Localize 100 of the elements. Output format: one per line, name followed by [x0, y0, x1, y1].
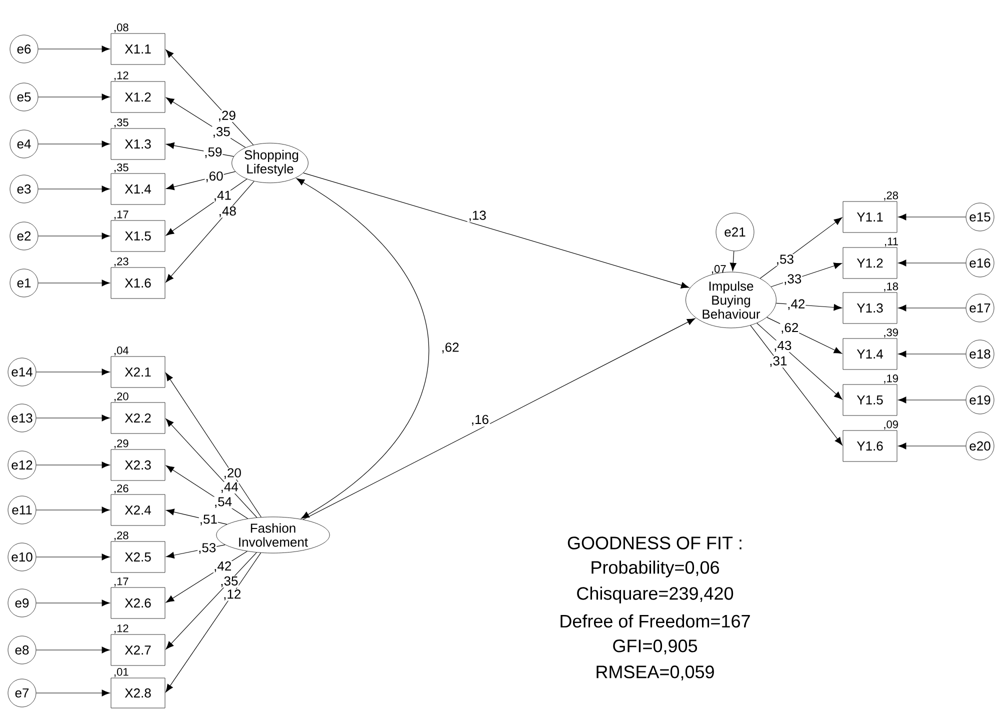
estimate-label: ,11 — [885, 238, 898, 247]
estimate-label: ,01 — [114, 668, 128, 678]
edge-label: ,53 — [775, 254, 794, 266]
estimate-label: ,17 — [114, 578, 128, 587]
arrow — [756, 322, 842, 400]
arrow — [166, 544, 226, 558]
indicator-box: X1.3 — [110, 128, 166, 160]
arrow — [898, 442, 966, 450]
estimate-label: ,12 — [114, 72, 128, 81]
arrow — [36, 506, 110, 514]
edge-label: ,12 — [222, 589, 242, 601]
indicator-box: X2.7 — [110, 634, 166, 666]
arrow — [898, 396, 966, 404]
fit-statistic: RMSEA=0,059 — [596, 666, 714, 680]
edge-label: ,35 — [212, 126, 231, 138]
arrow — [36, 554, 110, 560]
edge-label: ,51 — [198, 514, 218, 526]
fit-statistic: Probability=0,06 — [592, 560, 719, 578]
estimate-label: ,04 — [114, 346, 128, 356]
indicator-box: Y1.3 — [842, 292, 898, 324]
arrow — [166, 372, 262, 518]
edge-label: ,53 — [198, 542, 217, 554]
estimate-label: ,35 — [114, 164, 128, 173]
indicator-box: Y1.2 — [842, 247, 898, 279]
arrow — [166, 465, 248, 519]
arrow — [38, 186, 110, 192]
estimate-label: ,26 — [114, 484, 128, 494]
estimate-label: ,20 — [114, 392, 128, 402]
arrow — [303, 172, 690, 288]
indicator-box: X2.8 — [110, 678, 166, 708]
edge-label: ,42 — [213, 560, 232, 573]
edge-label: ,54 — [214, 496, 233, 508]
arrow — [766, 317, 842, 354]
fit-statistic: GFI=0,905 — [613, 640, 698, 654]
estimate-label: ,09 — [884, 420, 898, 430]
indicator-box: X2.3 — [110, 449, 166, 481]
arrow — [166, 552, 262, 692]
edge-label: ,43 — [773, 340, 792, 352]
indicator-box: X1.1 — [110, 33, 166, 65]
arrow — [166, 142, 234, 157]
edge-label: ,62 — [440, 342, 460, 354]
arrow — [38, 94, 110, 100]
arrow — [166, 180, 254, 282]
arrow — [36, 600, 110, 606]
edge-label: ,13 — [467, 210, 488, 222]
indicator-box: Y1.4 — [842, 338, 898, 370]
arrow — [36, 646, 110, 654]
arrow — [898, 260, 966, 266]
edge-label: ,31 — [768, 356, 788, 368]
estimate-label: ,19 — [884, 374, 898, 384]
edge-label: ,59 — [204, 146, 223, 159]
estimate-label: ,07 — [712, 265, 726, 274]
indicator-box: X2.4 — [110, 494, 166, 526]
estimate-label: ,08 — [114, 24, 128, 33]
estimate-label: ,23 — [114, 258, 128, 267]
indicator-box: X1.4 — [110, 173, 166, 205]
arrow — [36, 414, 110, 422]
arrow — [898, 350, 966, 358]
arrow — [166, 50, 254, 146]
estimate-label: ,35 — [114, 118, 128, 128]
fit-statistic: GOODNESS OF FIT : — [568, 536, 742, 550]
estimate-label: ,39 — [884, 328, 898, 338]
arrow — [770, 262, 842, 288]
arrow — [296, 178, 430, 519]
arrow — [38, 140, 110, 148]
arrow — [750, 325, 842, 446]
arrow — [36, 690, 110, 696]
indicator-box: X1.2 — [110, 81, 166, 113]
estimate-label: ,18 — [884, 282, 898, 292]
arrow — [38, 46, 110, 52]
edge-label: ,33 — [783, 274, 802, 286]
arrow — [38, 232, 110, 240]
estimate-label: ,29 — [114, 440, 128, 449]
arrow — [776, 302, 842, 311]
arrow — [166, 552, 257, 650]
edge-label: ,62 — [780, 322, 800, 334]
arrow — [38, 280, 110, 286]
arrow — [166, 171, 236, 190]
indicator-box: Y1.6 — [842, 430, 898, 462]
indicator-box: X2.6 — [110, 587, 166, 619]
arrow — [302, 318, 696, 520]
arrow — [36, 368, 110, 376]
estimate-label: ,17 — [114, 210, 128, 220]
indicator-box: X1.6 — [110, 267, 166, 299]
indicator-box: X2.1 — [110, 356, 166, 388]
arrow — [898, 214, 966, 220]
estimate-label: ,12 — [114, 624, 128, 634]
arrow — [898, 304, 966, 312]
estimate-label: ,28 — [884, 192, 898, 201]
indicator-box: Y1.1 — [842, 201, 898, 233]
arrow — [166, 97, 246, 148]
indicator-box: X2.2 — [110, 402, 166, 434]
arrow — [166, 178, 248, 236]
indicator-box: X2.5 — [110, 541, 166, 573]
arrow — [166, 550, 248, 603]
indicator-box: Y1.5 — [842, 384, 898, 416]
arrow — [166, 508, 228, 525]
estimate-label: ,28 — [114, 532, 128, 541]
edge-label: ,35 — [220, 576, 239, 588]
edge-label: ,42 — [786, 298, 806, 311]
